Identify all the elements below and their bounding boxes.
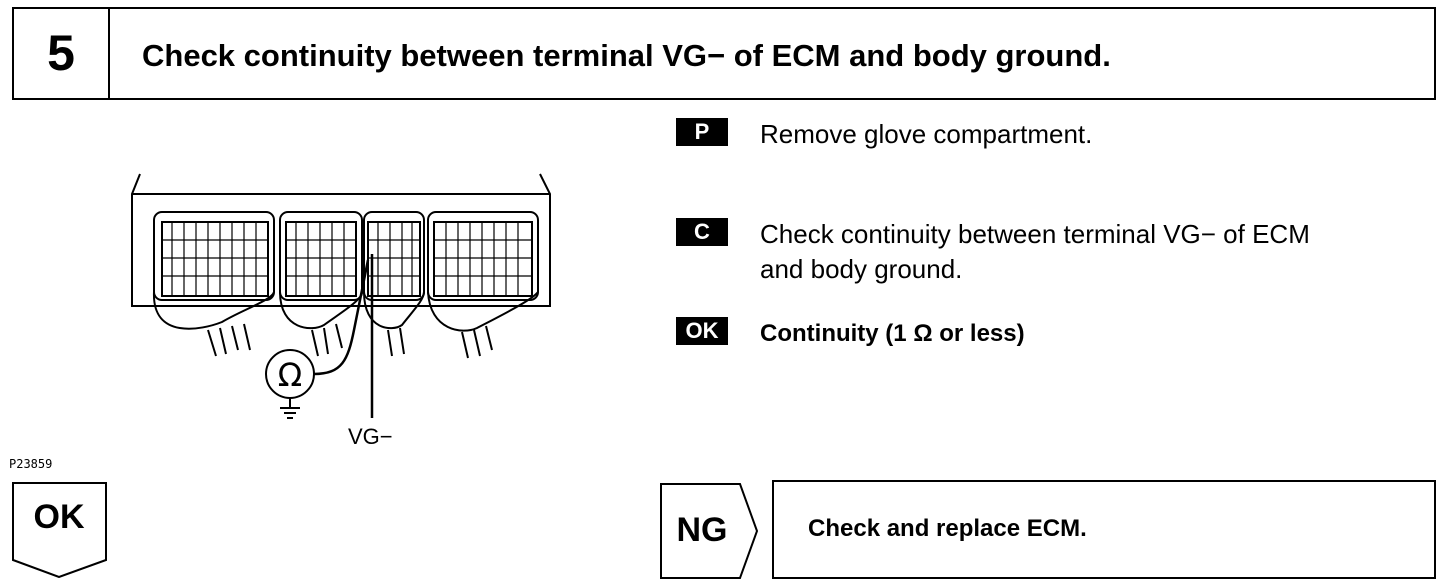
- ok-result-box: OK: [12, 482, 108, 578]
- badge-p: P: [676, 118, 728, 146]
- connector-2: [279, 211, 363, 301]
- instruction-check-line2: and body ground.: [760, 254, 963, 284]
- terminal-label: VG−: [348, 424, 393, 449]
- instruction-ok-text: Continuity (1 Ω or less): [760, 320, 1025, 347]
- connector-4: [427, 211, 539, 301]
- connector-1: [153, 211, 275, 301]
- ng-action-text: Check and replace ECM.: [808, 515, 1087, 542]
- instruction-check-line1: Check continuity between terminal VG− of…: [760, 219, 1310, 249]
- ng-label: NG: [676, 511, 728, 549]
- step-number: 5: [14, 9, 110, 98]
- ok-label: OK: [33, 498, 85, 536]
- connector-3: [363, 211, 425, 301]
- figure-id: P23859: [9, 457, 53, 471]
- ng-action-box: Check and replace ECM.: [772, 480, 1436, 579]
- badge-c: C: [676, 218, 728, 246]
- ng-arrow-shape: [660, 483, 759, 579]
- ecm-connector-diagram: Ω VG−: [131, 173, 551, 449]
- ok-arrow-shape: [12, 482, 107, 578]
- step-header: 5 Check continuity between terminal VG− …: [12, 7, 1436, 100]
- ng-result-box: NG: [660, 483, 760, 579]
- ground-icon: [280, 398, 300, 419]
- instruction-remove-text: Remove glove compartment.: [760, 119, 1093, 149]
- instruction-check-text: Check continuity between terminal VG− of…: [760, 217, 1310, 287]
- badge-ok: OK: [676, 317, 728, 345]
- ohm-symbol: Ω: [278, 356, 302, 394]
- step-title: Check continuity between terminal VG− of…: [142, 38, 1111, 73]
